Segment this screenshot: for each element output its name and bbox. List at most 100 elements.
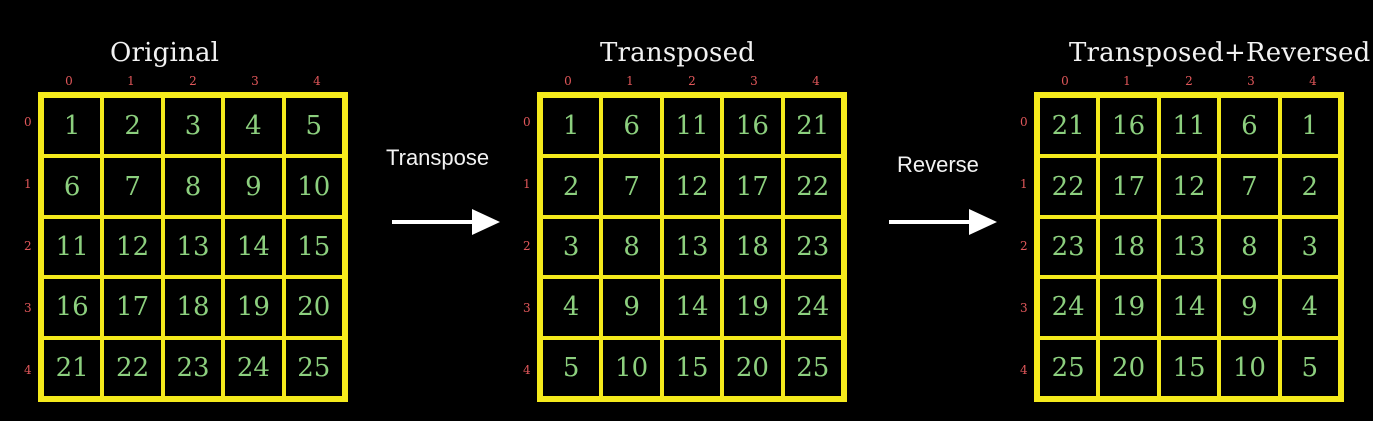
matrix-cell: 15	[283, 216, 344, 278]
matrix-cell: 9	[601, 277, 662, 338]
row-index: 1	[523, 177, 531, 191]
matrix-cell: 22	[1038, 156, 1099, 217]
operation-label: Transpose	[386, 145, 490, 170]
matrix-cell: 21	[1038, 96, 1099, 157]
column-index: 4	[313, 74, 321, 88]
matrix-cell: 19	[722, 277, 783, 338]
matrix-cell: 1	[42, 96, 103, 157]
matrix-cell: 19	[1098, 277, 1159, 338]
row-index: 3	[1020, 301, 1028, 315]
right-arrow-icon	[889, 209, 997, 235]
matrix-cell: 8	[601, 216, 662, 278]
matrix-cell: 7	[601, 156, 662, 217]
matrix-cell: 6	[1219, 96, 1280, 157]
row-index: 2	[24, 239, 32, 253]
matrix-cell: 5	[283, 96, 344, 157]
matrix-cell: 11	[661, 96, 723, 157]
matrix-cell: 10	[601, 337, 662, 398]
matrix-cell: 6	[42, 156, 103, 217]
row-index: 3	[24, 301, 32, 315]
matrix-cell: 9	[1219, 277, 1280, 338]
matrix-cell: 3	[1279, 216, 1340, 278]
matrix-cell: 23	[782, 216, 843, 278]
matrix-cell: 25	[283, 337, 344, 398]
matrix-cell: 13	[1158, 216, 1220, 278]
column-index: 1	[127, 74, 135, 88]
matrix-cell: 4	[1279, 277, 1340, 338]
matrix-cell: 25	[782, 337, 843, 398]
matrix-cell: 17	[722, 156, 783, 217]
matrix-cell: 14	[1158, 277, 1220, 338]
panel-title: Original	[110, 38, 220, 68]
row-index: 2	[1020, 239, 1028, 253]
row-index: 3	[523, 301, 531, 315]
matrix-cell: 23	[1038, 216, 1099, 278]
matrix-cell: 14	[223, 216, 284, 278]
matrix-cell: 11	[1158, 96, 1220, 157]
matrix-cell: 22	[782, 156, 843, 217]
row-index: 1	[1020, 177, 1028, 191]
matrix-cell: 24	[1038, 277, 1099, 338]
matrix-cell: 12	[102, 216, 163, 278]
matrix-cell: 1	[541, 96, 602, 157]
matrix-cell: 7	[1219, 156, 1280, 217]
matrix-cell: 2	[1279, 156, 1340, 217]
column-index: 2	[189, 74, 197, 88]
row-index: 0	[1020, 115, 1028, 129]
matrix-cell: 14	[661, 277, 723, 338]
matrix-cell: 4	[223, 96, 284, 157]
matrix-cell: 6	[601, 96, 662, 157]
column-index: 2	[688, 74, 696, 88]
matrix-cell: 17	[102, 277, 163, 338]
matrix-cell: 18	[722, 216, 783, 278]
matrix-cell: 23	[162, 337, 224, 398]
column-index: 0	[65, 74, 73, 88]
column-index: 4	[812, 74, 820, 88]
matrix-cell: 18	[162, 277, 224, 338]
matrix-cell: 15	[1158, 337, 1220, 398]
matrix-cell: 8	[1219, 216, 1280, 278]
row-index: 2	[523, 239, 531, 253]
matrix-cell: 11	[42, 216, 103, 278]
matrix-cell: 13	[661, 216, 723, 278]
matrix-cell: 16	[722, 96, 783, 157]
matrix-cell: 20	[722, 337, 783, 398]
column-index: 3	[1247, 74, 1255, 88]
matrix-cell: 5	[1279, 337, 1340, 398]
matrix-cell: 21	[42, 337, 103, 398]
panel-title: Transposed	[600, 38, 756, 68]
column-index: 0	[564, 74, 572, 88]
matrix-cell: 7	[102, 156, 163, 217]
matrix-cell: 21	[782, 96, 843, 157]
matrix-cell: 3	[162, 96, 224, 157]
column-index: 4	[1309, 74, 1317, 88]
column-index: 1	[626, 74, 634, 88]
column-index: 2	[1185, 74, 1193, 88]
matrix-cell: 20	[1098, 337, 1159, 398]
matrix-cell: 18	[1098, 216, 1159, 278]
matrix-cell: 12	[1158, 156, 1220, 217]
matrix-cell: 24	[223, 337, 284, 398]
matrix-cell: 10	[1219, 337, 1280, 398]
matrix-cell: 24	[782, 277, 843, 338]
panel-title: Transposed+Reversed	[1069, 38, 1371, 68]
matrix-cell: 2	[102, 96, 163, 157]
matrix-cell: 13	[162, 216, 224, 278]
column-index: 3	[251, 74, 259, 88]
matrix-cell: 4	[541, 277, 602, 338]
matrix-cell: 9	[223, 156, 284, 217]
matrix-cell: 12	[661, 156, 723, 217]
row-index: 4	[523, 363, 531, 377]
column-index: 0	[1061, 74, 1069, 88]
matrix-cell: 19	[223, 277, 284, 338]
matrix-cell: 2	[541, 156, 602, 217]
row-index: 0	[523, 115, 531, 129]
row-index: 1	[24, 177, 32, 191]
matrix-cell: 25	[1038, 337, 1099, 398]
matrix-cell: 15	[661, 337, 723, 398]
row-index: 0	[24, 115, 32, 129]
row-index: 4	[1020, 363, 1028, 377]
